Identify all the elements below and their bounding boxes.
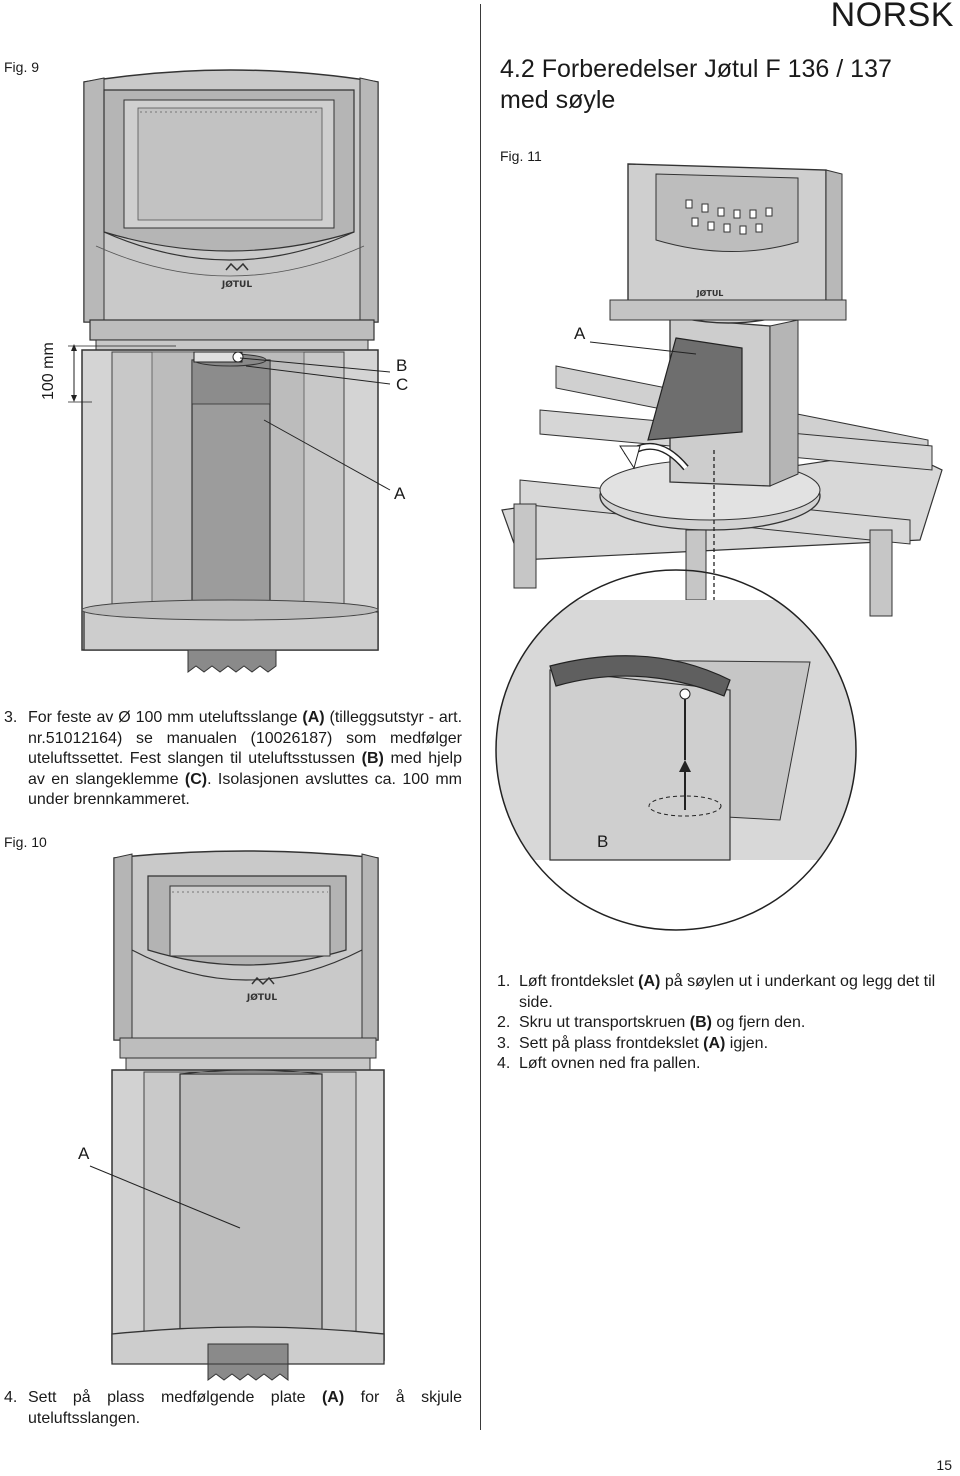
fig9-callout-a: A [394,484,406,503]
step-2-ref: (B) [689,1014,712,1031]
fig11-callout-a: A [574,324,586,343]
fig9-dimension-label: 100 mm [40,342,57,400]
fig11-detail-circle-illustration [495,569,857,931]
step-number-4: 4. [497,1055,511,1072]
step-item-1: 1. Løft frontdekslet (A) på søylen ut i … [497,972,957,1013]
section-title: 4.2 Forberedelser Jøtul F 136 / 137 med … [500,55,892,114]
paragraph-3-number: 3. [4,709,18,726]
fig10-label: Fig. 10 [4,834,47,850]
language-header: NORSK [830,0,954,34]
fig9-callout-b: B [396,356,408,375]
fig10-callout-a: A [78,1144,90,1163]
step-1-ref: (A) [638,973,661,990]
step-3-text-2: igjen. [725,1034,769,1052]
fig10-brand-logo: JØTUL [246,992,277,1003]
paragraph-3-text-2: (tilleggsutstyr - art. nr.51012164) se m… [28,709,463,767]
instruction-paragraph-3: 3. For feste av Ø 100 mm uteluftsslange … [4,708,462,811]
fig11-callout-b: B [597,832,609,851]
step-3-ref: (A) [703,1034,726,1052]
step-2-text-1: Skru ut transportskruen [519,1014,690,1031]
fig9-label: Fig. 9 [4,59,40,75]
step-item-3: 3. Sett på plass frontdekslet (A) igjen. [497,1034,957,1055]
paragraph-3-text-4: . Isolasjonen avsluttes ca. 100 mm under… [28,770,463,809]
paragraph-3-ref-b: (B) [361,750,384,767]
paragraph-4-ref-a: (A) [321,1389,345,1406]
fig9-stove-illustration: JØTUL [68,69,391,673]
fig11-brand-logo: JØTUL [696,288,724,298]
step-3-text-1: Sett på plass frontdekslet [519,1034,704,1052]
paragraph-3-text-1: For feste av Ø 100 mm uteluftsslange [28,709,303,726]
column-divider [480,4,481,1430]
step-item-2: 2. Skru ut transportskruen (B) og fjern … [497,1013,957,1034]
paragraph-3-text-3: med hjelp av en slangeklemme [28,750,462,788]
step-number-1: 1. [497,973,511,990]
fig11-stove-on-pallet-illustration: JØTUL [501,163,943,617]
step-1-text-2: på søylen ut i underkant og legg det til… [519,973,936,1011]
instruction-paragraph-4: 4. Sett på plass medfølgende plate (A) f… [4,1388,462,1429]
fig11-label: Fig. 11 [500,148,542,164]
page-number: 15 [936,1457,952,1473]
fig9-brand-logo: JØTUL [221,279,252,290]
instruction-steps-list: 1. Løft frontdekslet (A) på søylen ut i … [497,972,957,1075]
paragraph-3-ref-a: (A) [302,709,325,726]
paragraph-4-number: 4. [4,1389,18,1406]
step-2-text-2: og fjern den. [711,1014,806,1031]
fig10-stove-illustration: JØTUL [89,850,385,1381]
step-number-2: 2. [497,1014,511,1031]
step-number-3: 3. [497,1034,511,1052]
paragraph-4-text-2: for å skjule uteluftsslangen. [28,1389,463,1427]
fig9-callout-c: C [396,375,409,394]
step-item-4: 4. Løft ovnen ned fra pallen. [497,1054,957,1075]
paragraph-3-ref-c: (C) [184,770,208,788]
paragraph-4-text-1: Sett på plass medfølgende plate [28,1389,322,1406]
step-1-text-1: Løft frontdekslet [519,973,639,990]
step-4-text-1: Løft ovnen ned fra pallen. [519,1055,701,1072]
